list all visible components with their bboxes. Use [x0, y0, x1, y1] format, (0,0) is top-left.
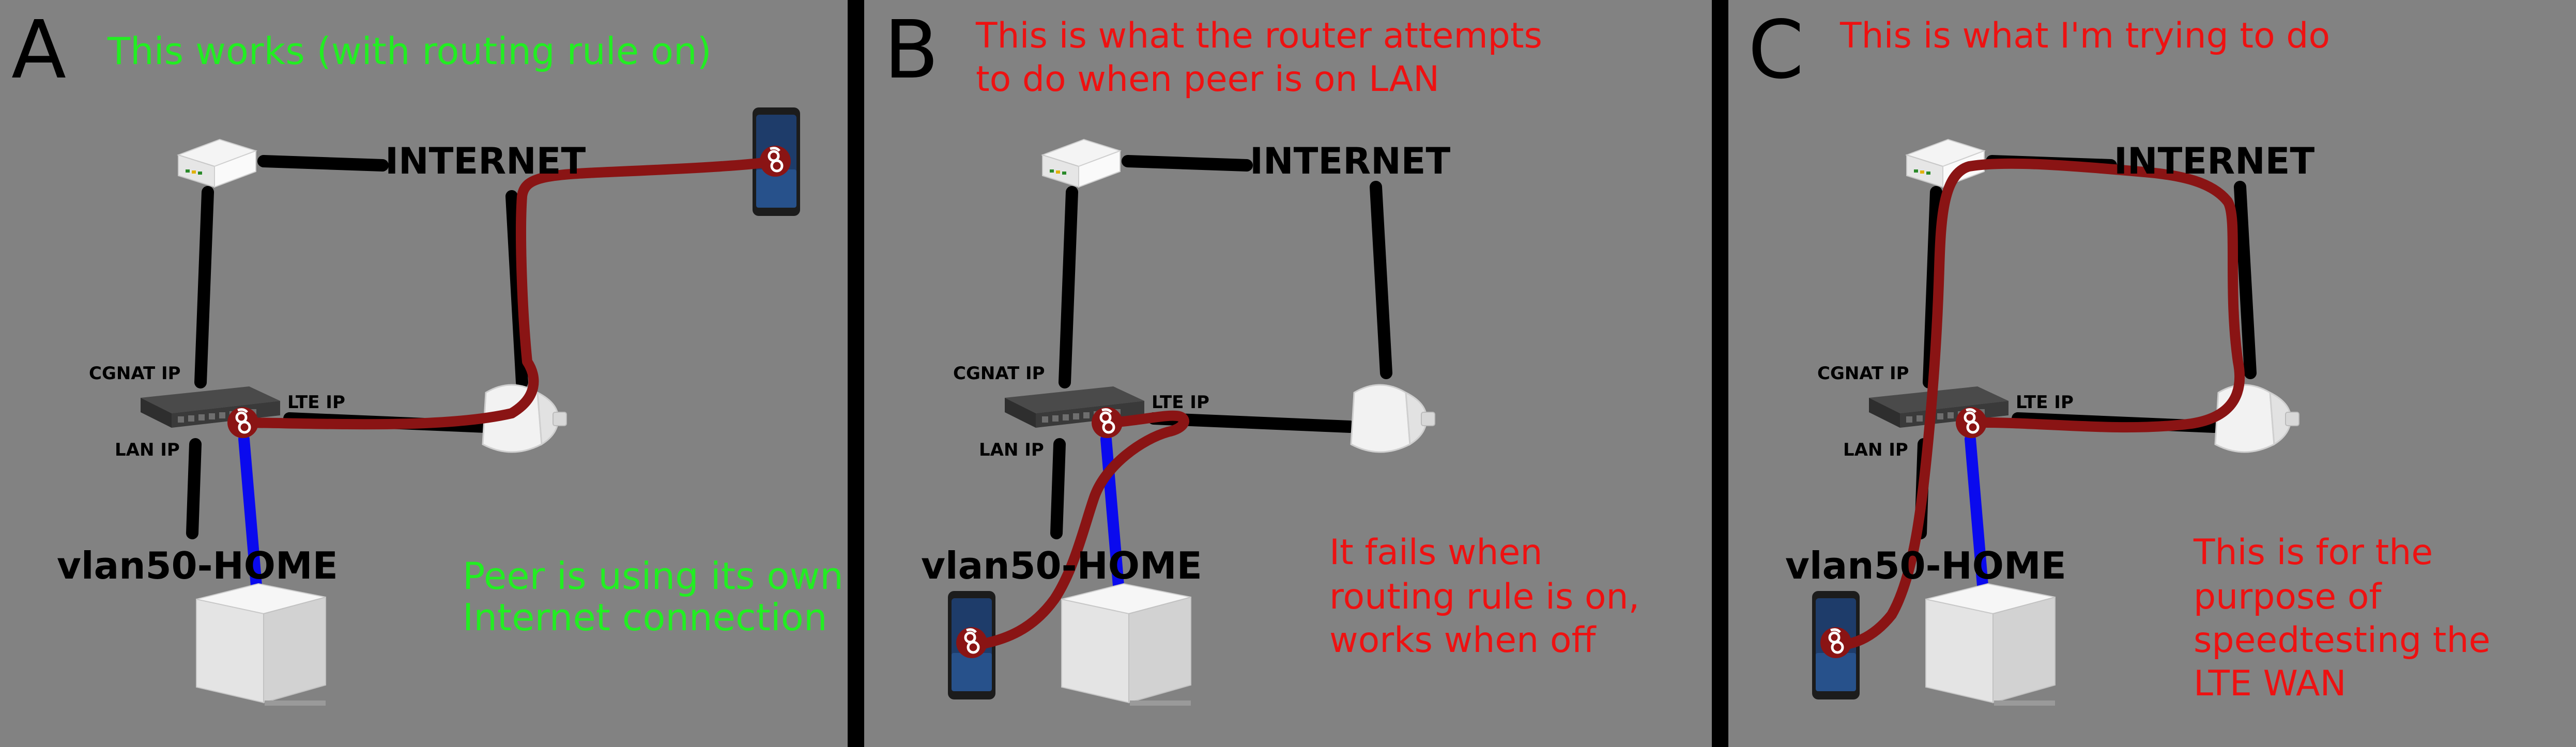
- panel-note-line: This is for the: [2193, 532, 2433, 573]
- wireguard-icon: [1820, 627, 1851, 658]
- panel-a: A This works (with routing rule on) INTE…: [11, 3, 844, 706]
- lte-ip-label: LTE IP: [1152, 392, 1209, 413]
- internet-label: INTERNET: [1250, 140, 1450, 182]
- wireguard-icon: [956, 627, 987, 658]
- wireguard-icon: [227, 407, 258, 438]
- wireguard-tunnel-path: [1831, 158, 2245, 651]
- modem-router-link: [194, 186, 214, 388]
- panel-c-background: [1728, 0, 2576, 747]
- panel-letter: A: [11, 3, 66, 97]
- panel-caption: This works (with routing rule on): [107, 29, 712, 73]
- router-lan-link: [1050, 438, 1066, 539]
- panel-b-background: [864, 0, 1712, 747]
- panel-note-line: Peer is using its own: [463, 554, 844, 598]
- vlan-label: vlan50-HOME: [921, 544, 1202, 587]
- panel-b: B This is what the router attempts to do…: [884, 3, 1639, 706]
- cgnat-ip-label: CGNAT IP: [1817, 363, 1909, 384]
- modem-router-link: [1923, 186, 1942, 388]
- modem-internet-link: [1122, 155, 1253, 172]
- panel-a-background: [0, 0, 848, 747]
- internet-antenna-link: [1370, 181, 1392, 379]
- internet-antenna-link: [505, 190, 528, 388]
- vlan-label: vlan50-HOME: [57, 544, 338, 587]
- modem-router-link: [1059, 186, 1078, 388]
- cgnat-ip-label: CGNAT IP: [953, 363, 1045, 384]
- modem-internet-link: [257, 155, 389, 172]
- vlan-label: vlan50-HOME: [1785, 544, 2066, 587]
- wireguard-icon: [1092, 407, 1123, 438]
- internet-label: INTERNET: [385, 140, 586, 182]
- internet-antenna-link: [2234, 181, 2257, 379]
- wireguard-icon: [760, 146, 791, 177]
- lte-ip-label: LTE IP: [287, 392, 345, 413]
- lan-ip-label: LAN IP: [1843, 440, 1908, 460]
- panel-caption: This is what I'm trying to do: [1839, 15, 2330, 56]
- router-lan-link: [186, 438, 202, 539]
- panel-letter: B: [884, 3, 939, 97]
- lte-ip-label: LTE IP: [2016, 392, 2074, 413]
- panel-note-line: LTE WAN: [2194, 663, 2347, 704]
- panel-note-line: It fails when: [1329, 532, 1542, 573]
- panel-note-line: works when off: [1329, 620, 1597, 661]
- lan-ip-label: LAN IP: [979, 440, 1044, 460]
- panel-letter: C: [1748, 3, 1804, 97]
- panel-note-line: Internet connection: [463, 596, 827, 639]
- panel-note-line: speedtesting the: [2194, 620, 2490, 661]
- panel-note-line: routing rule is on,: [1329, 577, 1639, 617]
- wireguard-tunnel-path: [967, 410, 1189, 651]
- cgnat-ip-label: CGNAT IP: [89, 363, 181, 384]
- panel-caption: This is what the router attempts: [975, 15, 1542, 56]
- panel-c: C This is what I'm trying to do INTERNET…: [1748, 3, 2490, 706]
- wireguard-tunnel-path: [238, 156, 780, 430]
- nas-icon: [1061, 583, 1191, 706]
- nas-icon: [1925, 583, 2056, 706]
- panel-caption: to do when peer is on LAN: [976, 59, 1439, 100]
- internet-label: INTERNET: [2114, 140, 2314, 182]
- panel-note-line: purpose of: [2194, 577, 2382, 617]
- wireguard-icon: [1956, 407, 1987, 438]
- lan-ip-label: LAN IP: [115, 440, 180, 460]
- nas-icon: [196, 583, 326, 706]
